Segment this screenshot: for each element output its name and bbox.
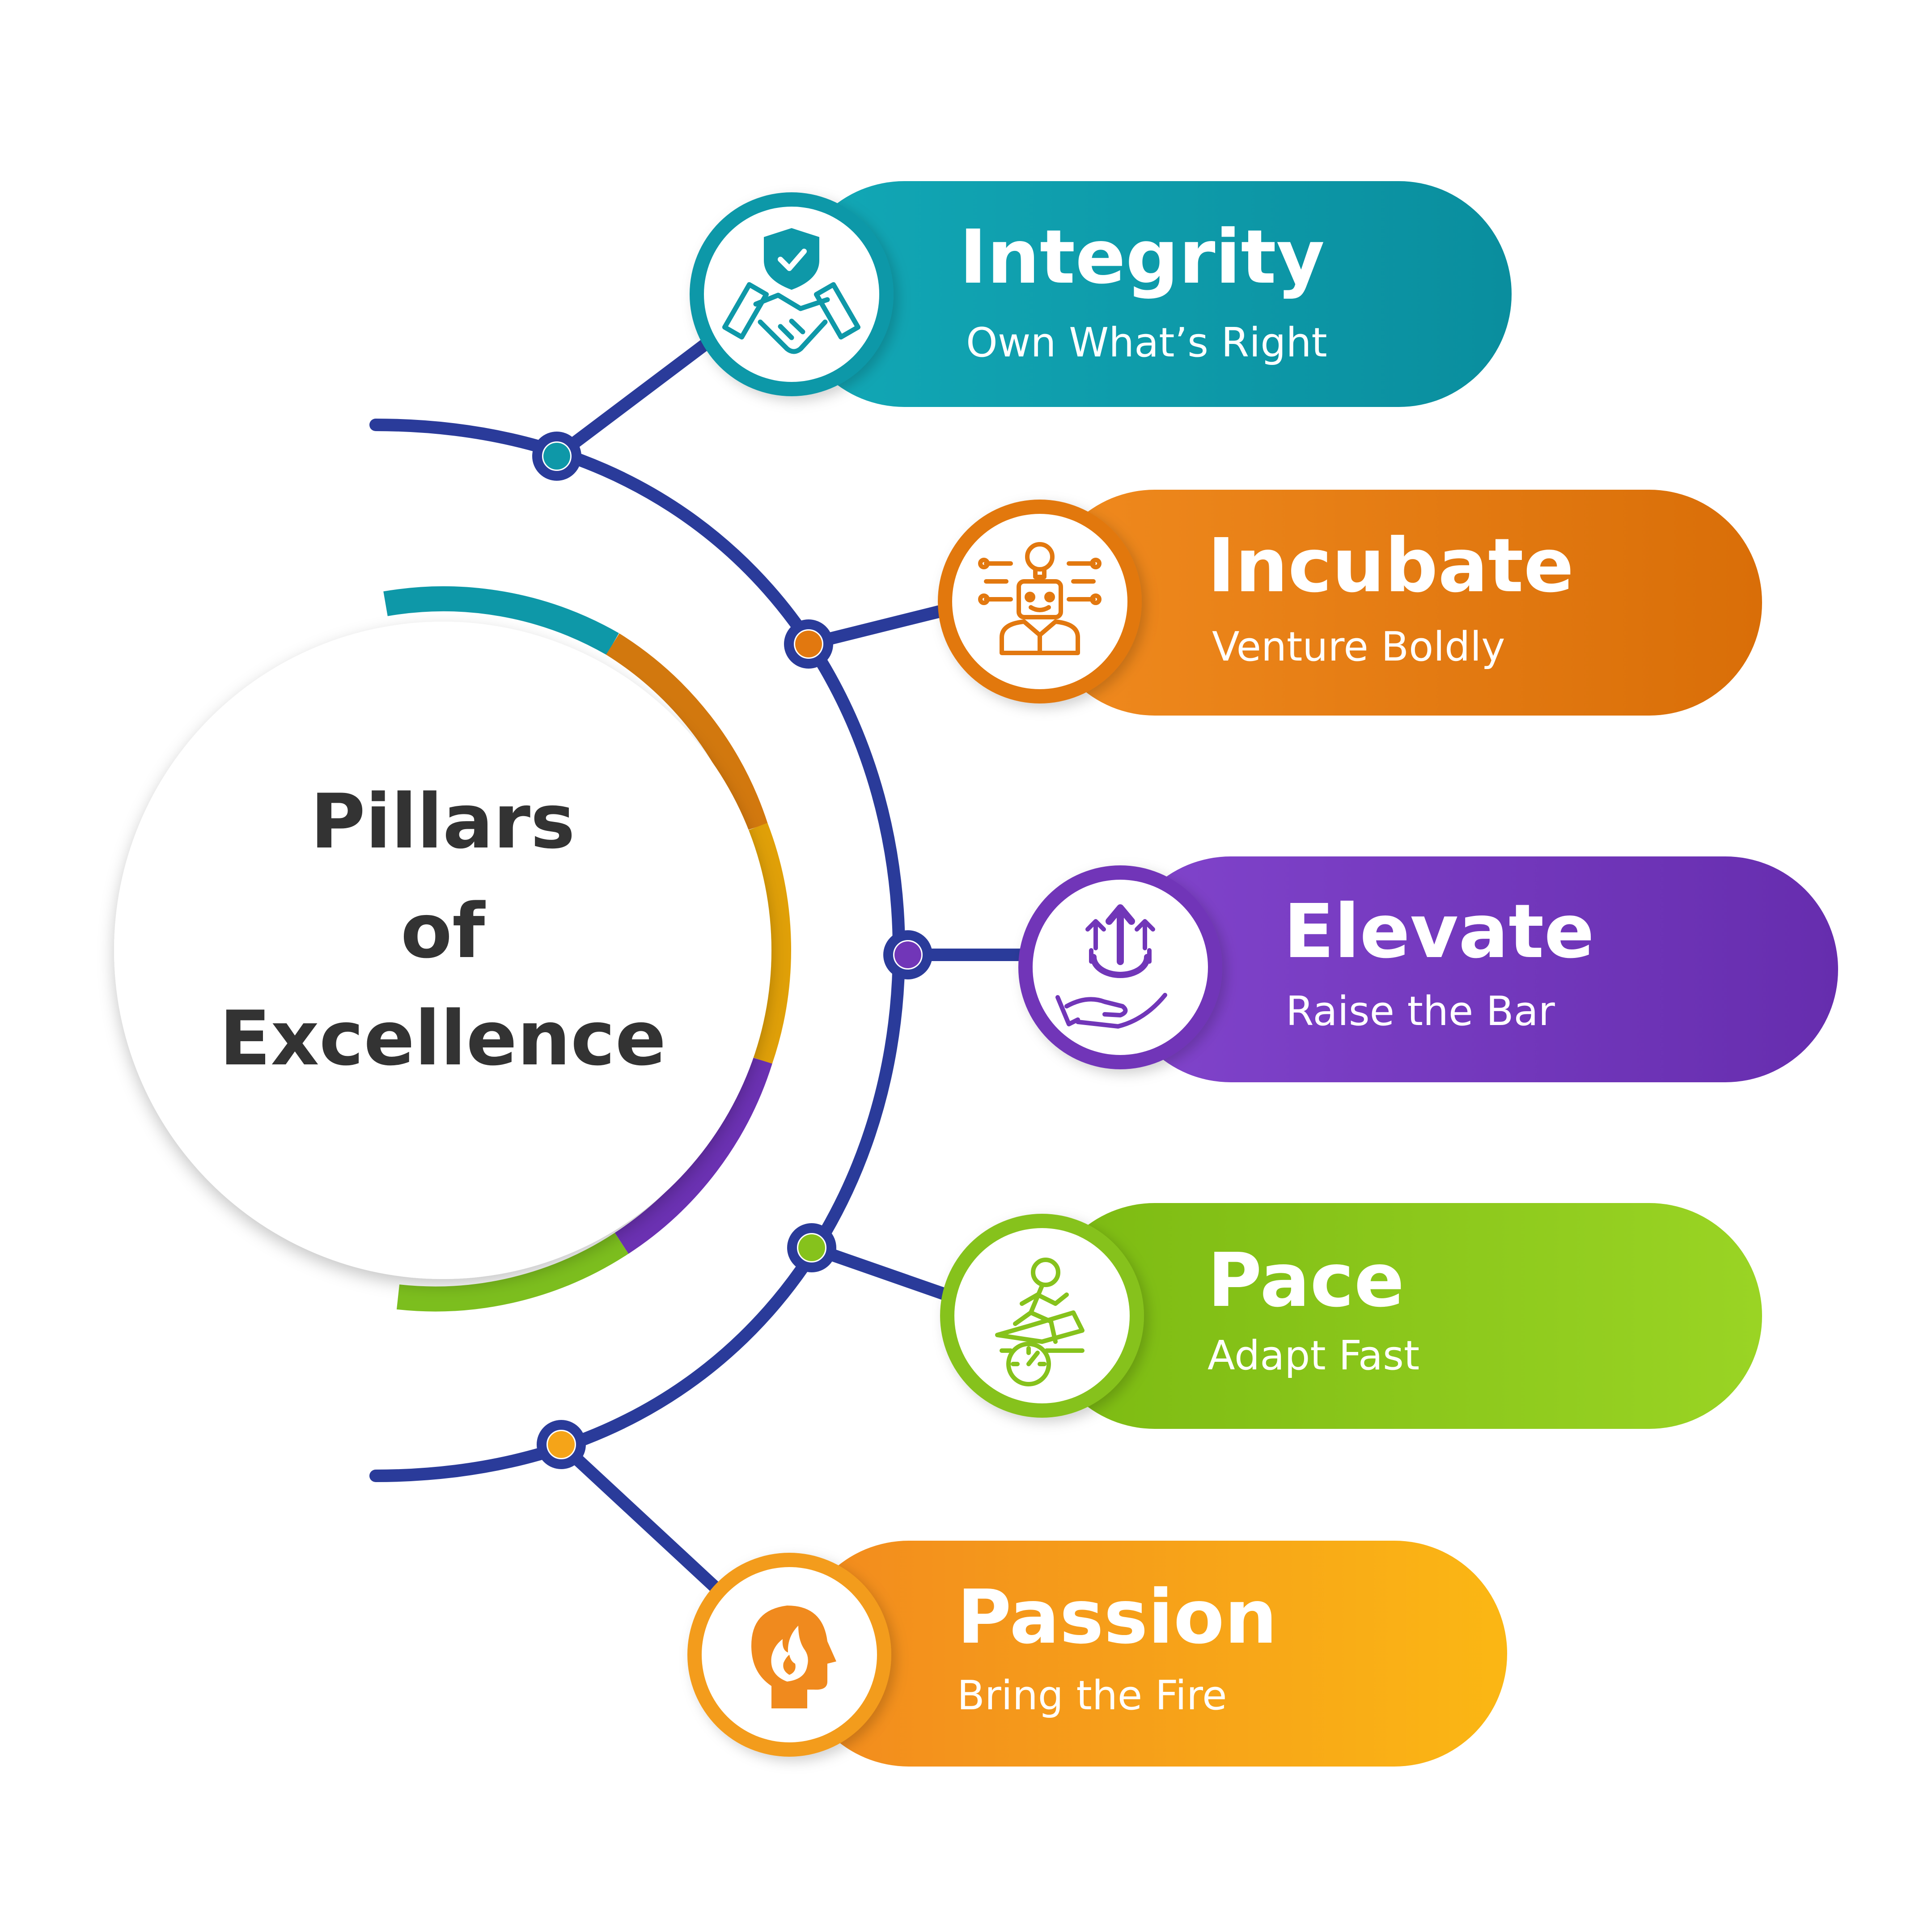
connector-passion [555, 1438, 722, 1594]
pillar-incubate-subtitle: Venture Boldly [1212, 623, 1505, 670]
pillar-pace-banner [1042, 1203, 1762, 1429]
center-rim [383, 586, 791, 1312]
runner-speedometer-icon [995, 1258, 1085, 1386]
pillar-passion-subtitle: Bring the Fire [957, 1672, 1227, 1719]
head-flame-icon [751, 1606, 836, 1708]
pillar-elevate-title: Elevate [1284, 889, 1594, 975]
pillar-pace-title: Pace [1208, 1237, 1404, 1324]
pillar-incubate: Incubate Venture Boldly [938, 490, 1762, 716]
pillar-pace-subtitle: Adapt Fast [1208, 1332, 1419, 1379]
pillar-integrity-banner [792, 181, 1512, 407]
pillar-passion-banner [796, 1541, 1507, 1767]
center-title-line-1: Pillars [310, 778, 575, 865]
pillar-incubate-banner [1042, 490, 1762, 716]
center-title-line-3: Excellence [220, 995, 666, 1082]
handshake-shield-icon [722, 228, 861, 354]
idea-person-icon [978, 542, 1102, 655]
rim-elevate-segment [744, 822, 791, 1064]
rim-incubate-segment [606, 633, 768, 831]
hand-growth-gear-icon [1055, 904, 1167, 1029]
connector-integrity [551, 334, 717, 462]
center-title-line-2: of [401, 887, 486, 975]
connector-pace [805, 1241, 959, 1303]
pillar-integrity: Integrity Own What’s Right [690, 181, 1512, 407]
pillar-incubate-title: Incubate [1208, 523, 1574, 609]
pillar-passion-title: Passion [957, 1574, 1277, 1661]
pillar-elevate: Elevate Raise the Bar [1018, 856, 1838, 1082]
pillar-passion: Passion Bring the Fire [687, 1541, 1507, 1767]
pillar-integrity-title: Integrity [959, 214, 1325, 301]
pillar-pace: Pace Adapt Fast [940, 1203, 1762, 1429]
pillar-elevate-banner [1118, 856, 1838, 1082]
rim-passion-segment [614, 1056, 772, 1254]
rim-pace-segment [396, 1233, 629, 1312]
pillar-elevate-subtitle: Raise the Bar [1286, 988, 1555, 1035]
center-circle [114, 622, 771, 1279]
rim-integrity-segment [383, 586, 619, 655]
connector-incubate [802, 602, 959, 650]
pillar-integrity-subtitle: Own What’s Right [966, 319, 1327, 366]
spine-nodes [532, 432, 932, 1469]
